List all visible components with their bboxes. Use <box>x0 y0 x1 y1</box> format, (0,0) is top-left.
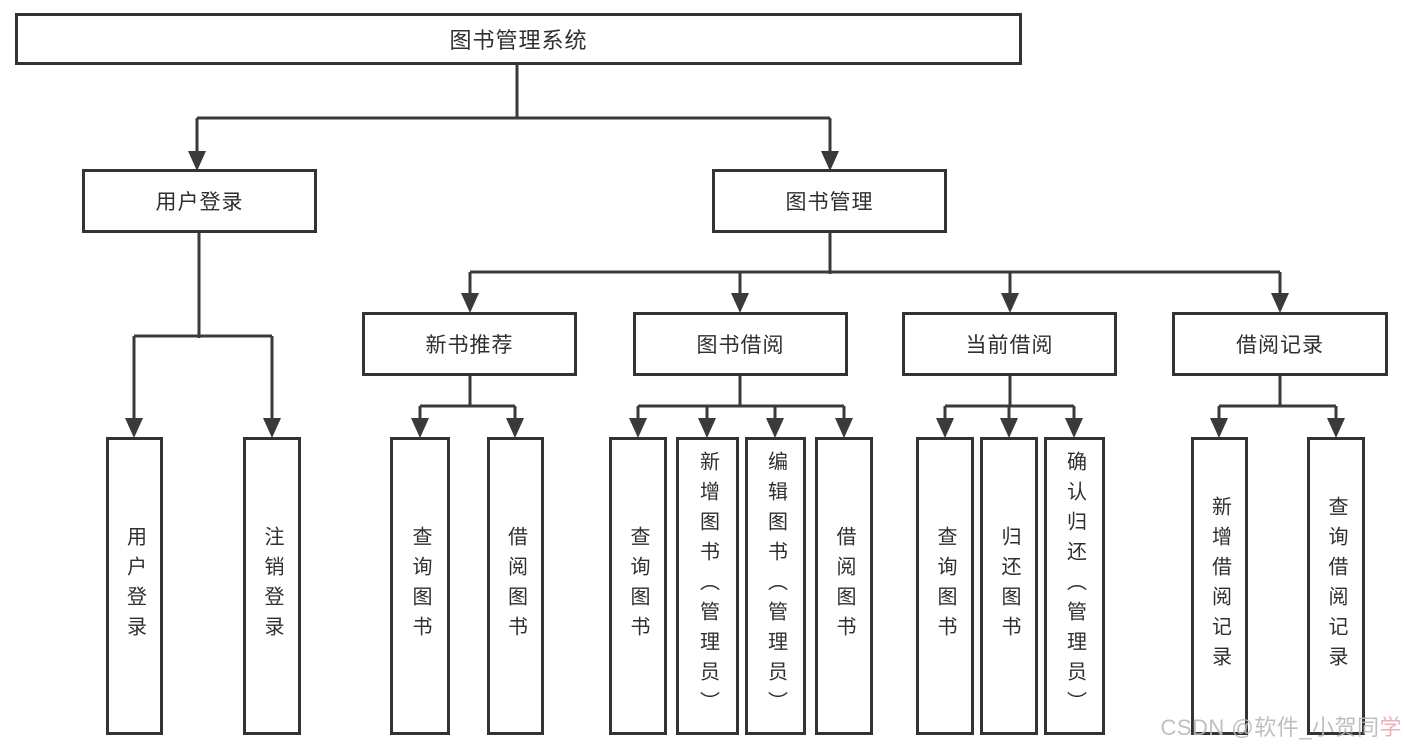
leaf-borrow-books-1: 借阅图书 <box>487 437 544 735</box>
node-borrow-records: 借阅记录 <box>1172 312 1388 376</box>
node-label: 确认归还（管理员） <box>1063 451 1086 721</box>
leaf-user-login: 用户登录 <box>106 437 163 735</box>
node-label: 图书借阅 <box>696 334 785 357</box>
node-label: 借阅图书 <box>504 526 527 646</box>
leaf-edit-book-admin: 编辑图书（管理员） <box>745 437 806 735</box>
node-label: 图书管理系统 <box>449 28 588 53</box>
leaf-add-book-admin: 新增图书（管理员） <box>676 437 739 735</box>
node-label: 当前借阅 <box>965 334 1054 357</box>
node-label: 归还图书 <box>998 526 1020 646</box>
node-label: 注销登录 <box>261 526 283 646</box>
node-label: 编辑图书（管理员） <box>764 451 787 721</box>
node-label: 借阅图书 <box>833 526 855 646</box>
node-label: 查询图书 <box>934 526 956 646</box>
node-label: 查询图书 <box>627 526 649 646</box>
csdn-watermark: CSDN @软件_小贺同学 <box>1160 710 1402 742</box>
leaf-return-book: 归还图书 <box>980 437 1038 735</box>
node-label: 用户登录 <box>123 526 146 646</box>
node-label: 查询图书 <box>409 526 431 646</box>
node-root: 图书管理系统 <box>15 13 1022 65</box>
node-current-borrowing: 当前借阅 <box>902 312 1117 376</box>
leaf-query-books-3: 查询图书 <box>916 437 974 735</box>
leaf-query-borrow-record: 查询借阅记录 <box>1307 437 1365 735</box>
leaf-logout: 注销登录 <box>243 437 301 735</box>
node-user-login: 用户登录 <box>82 169 317 233</box>
leaf-query-books-2: 查询图书 <box>609 437 667 735</box>
node-label: 借阅记录 <box>1236 334 1324 357</box>
node-label: 新增借阅记录 <box>1208 496 1231 676</box>
node-book-management: 图书管理 <box>712 169 947 233</box>
node-book-borrowing: 图书借阅 <box>633 312 848 376</box>
node-label: 用户登录 <box>155 191 244 214</box>
watermark-text-pink: 学 <box>1379 715 1402 740</box>
node-label: 查询借阅记录 <box>1325 496 1347 676</box>
leaf-query-books-1: 查询图书 <box>390 437 450 735</box>
leaf-add-borrow-record: 新增借阅记录 <box>1191 437 1248 735</box>
node-label: 图书管理 <box>785 191 874 214</box>
leaf-borrow-books-2: 借阅图书 <box>815 437 873 735</box>
watermark-text-gray: CSDN @软件_小贺同 <box>1160 715 1380 740</box>
node-label: 新书推荐 <box>425 334 514 357</box>
leaf-confirm-return-admin: 确认归还（管理员） <box>1044 437 1105 735</box>
node-label: 新增图书（管理员） <box>696 451 719 721</box>
node-new-book-recommend: 新书推荐 <box>362 312 577 376</box>
